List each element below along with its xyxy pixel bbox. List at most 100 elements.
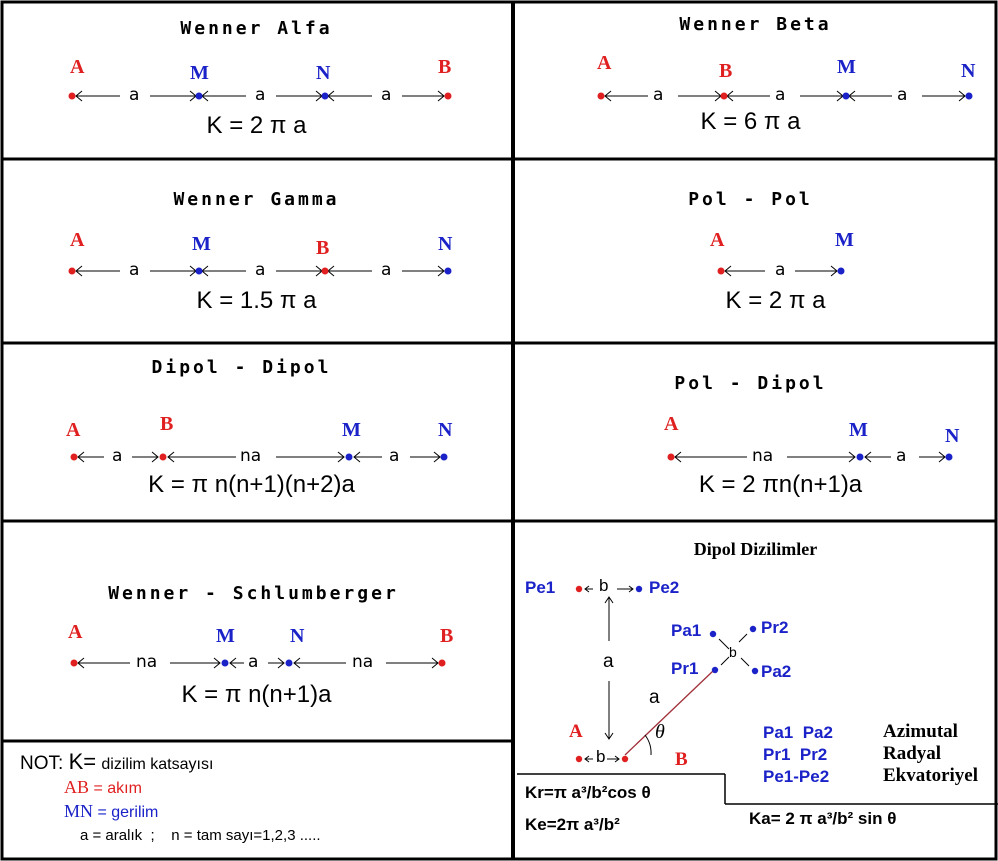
electrode-n-label: N: [961, 60, 976, 82]
span-label: a: [389, 446, 400, 466]
wenner-alfa-cell: Wenner Alfa A M N B a a a K = 2 π a: [0, 0, 513, 159]
electrode-b-label: B: [440, 625, 454, 647]
electrode-n-label: N: [290, 625, 305, 647]
pa1-label: Pa1: [671, 621, 702, 640]
electrode-a-dot: [68, 92, 76, 100]
electrode-a-label: A: [68, 621, 83, 643]
pe1-label: Pe1: [525, 578, 556, 597]
theta-label: θ: [655, 721, 665, 743]
electrode-m-label: M: [192, 233, 211, 255]
b-cross-label: b: [729, 644, 737, 660]
wenner-beta-formula: K = 6 π a: [700, 108, 801, 135]
span-label: a: [129, 85, 140, 105]
electrode-b-label: B: [160, 413, 174, 435]
dipol-dipol-title: Dipol - Dipol: [151, 357, 332, 378]
wenner-gamma-formula: K = 1.5 π a: [196, 287, 317, 314]
pr1-label: Pr1: [671, 659, 699, 678]
span-label: a: [129, 260, 140, 280]
dipol-dizilimler-cell: Dipol Dizilimler Pe1 b Pe2 a Pa1: [513, 521, 998, 861]
electrode-m-label: M: [216, 625, 235, 647]
wenner-beta-cell: Wenner Beta A B M N a a a K = 6 π a: [513, 0, 998, 159]
electrode-n-label: N: [945, 425, 960, 447]
electrode-a-dot: [717, 267, 725, 275]
dipol-dipol-array: [70, 449, 448, 465]
electrode-a-label: A: [66, 419, 81, 441]
electrode-a-label: A: [664, 413, 679, 435]
kr-formula: Kr=π a³/b²cos θ: [525, 783, 651, 802]
pol-dipol-title: Pol - Dipol: [674, 373, 827, 394]
a-diagonal-label: a: [649, 687, 660, 708]
wenner-schlumberger-array: [70, 655, 446, 671]
electrode-m-dot: [195, 92, 203, 100]
wenner-beta-title: Wenner Beta: [679, 14, 832, 35]
span-label: a: [381, 260, 392, 280]
wenner-alfa-title: Wenner Alfa: [180, 18, 333, 39]
a-vertical-label: a: [603, 651, 614, 672]
electrode-b-dot: [438, 659, 446, 667]
pr2-label: Pr2: [761, 618, 789, 637]
wenner-alfa-formula: K = 2 π a: [206, 112, 307, 139]
note-prefix: NOT:: [20, 753, 64, 774]
pol-dipol-formula: K = 2 πn(n+1)a: [698, 471, 863, 498]
wenner-gamma-cell: Wenner Gamma A M B N a a a K = 1.5 π a: [0, 159, 513, 343]
legend-codes-radyal: Pr1 Pr2: [763, 745, 828, 764]
electrode-m-label: M: [342, 419, 361, 441]
note-mn: MN: [64, 801, 94, 821]
electrode-m-label: M: [849, 419, 868, 441]
wenner-schlumberger-formula: K = π n(n+1)a: [181, 681, 332, 708]
legend-name-azimutal: Azimutal: [883, 721, 958, 742]
wenner-schlumberger-title: Wenner - Schlumberger: [108, 583, 399, 604]
electrode-n-dot: [321, 92, 329, 100]
note-k-symbol: K=: [68, 749, 97, 774]
electrode-n-dot: [965, 92, 973, 100]
legend-name-radyal: Radyal: [883, 743, 942, 764]
electrode-a-label: A: [710, 229, 725, 251]
pol-pol-title: Pol - Pol: [688, 189, 813, 210]
b-spacing-label: b: [599, 576, 609, 595]
electrode-b-label: B: [316, 237, 330, 259]
electrode-m-dot: [221, 659, 229, 667]
electrode-b-dot: [321, 267, 329, 275]
ke-formula: Ke=2π a³/b²: [525, 815, 620, 834]
span-label: a: [381, 85, 392, 105]
electrode-b-label: B: [719, 60, 733, 82]
b-electrode-label: B: [675, 749, 688, 770]
dipol-dizilimler-title: Dipol Dizilimler: [693, 539, 818, 559]
electrode-a-dot: [667, 453, 675, 461]
wenner-gamma-array: [68, 263, 452, 279]
note-k-text: dizilim katsayısı: [101, 756, 214, 773]
span-label: a: [112, 446, 123, 466]
electrode-n-label: N: [438, 233, 453, 255]
span-label: a: [255, 85, 266, 105]
electrode-b-dot: [444, 92, 452, 100]
electrode-m-dot: [837, 267, 845, 275]
pa2-label: Pa2: [761, 662, 792, 681]
electrode-a-dot: [68, 267, 76, 275]
span-label: na: [752, 446, 774, 466]
pol-pol-formula: K = 2 π a: [725, 287, 826, 314]
pol-dipol-cell: Pol - Dipol A M N na a K = 2 πn(n+1)a: [513, 343, 998, 521]
pol-dipol-array: [667, 449, 953, 465]
ka-formula: Ka= 2 π a³/b² sin θ: [749, 809, 897, 828]
electrode-n-dot: [444, 267, 452, 275]
pol-pol-array: [717, 263, 845, 279]
wenner-alfa-array: [68, 88, 452, 104]
note-ab: AB: [64, 777, 90, 797]
a-electrode-label: A: [569, 721, 583, 742]
electrode-b-dot: [720, 92, 728, 100]
note-ab-text: = akım: [93, 780, 142, 797]
legend-codes-ekvatoriyel: Pe1-Pe2: [763, 767, 830, 786]
electrode-a-dot: [597, 92, 605, 100]
electrode-a-dot: [70, 659, 78, 667]
wenner-beta-array: [597, 88, 973, 104]
electrode-n-dot: [440, 453, 448, 461]
note-line-definition: NOT: K= dizilim katsayısı: [20, 749, 213, 775]
electrode-m-dot: [856, 453, 864, 461]
electrode-a-label: A: [597, 52, 612, 74]
note-box: NOT: K= dizilim katsayısı AB = akım MN =…: [0, 741, 513, 861]
span-label: a: [255, 260, 266, 280]
electrode-a-label: A: [70, 229, 85, 251]
legend-name-ekvatoriyel: Ekvatoriyel: [883, 765, 978, 786]
electrode-n-dot: [285, 659, 293, 667]
